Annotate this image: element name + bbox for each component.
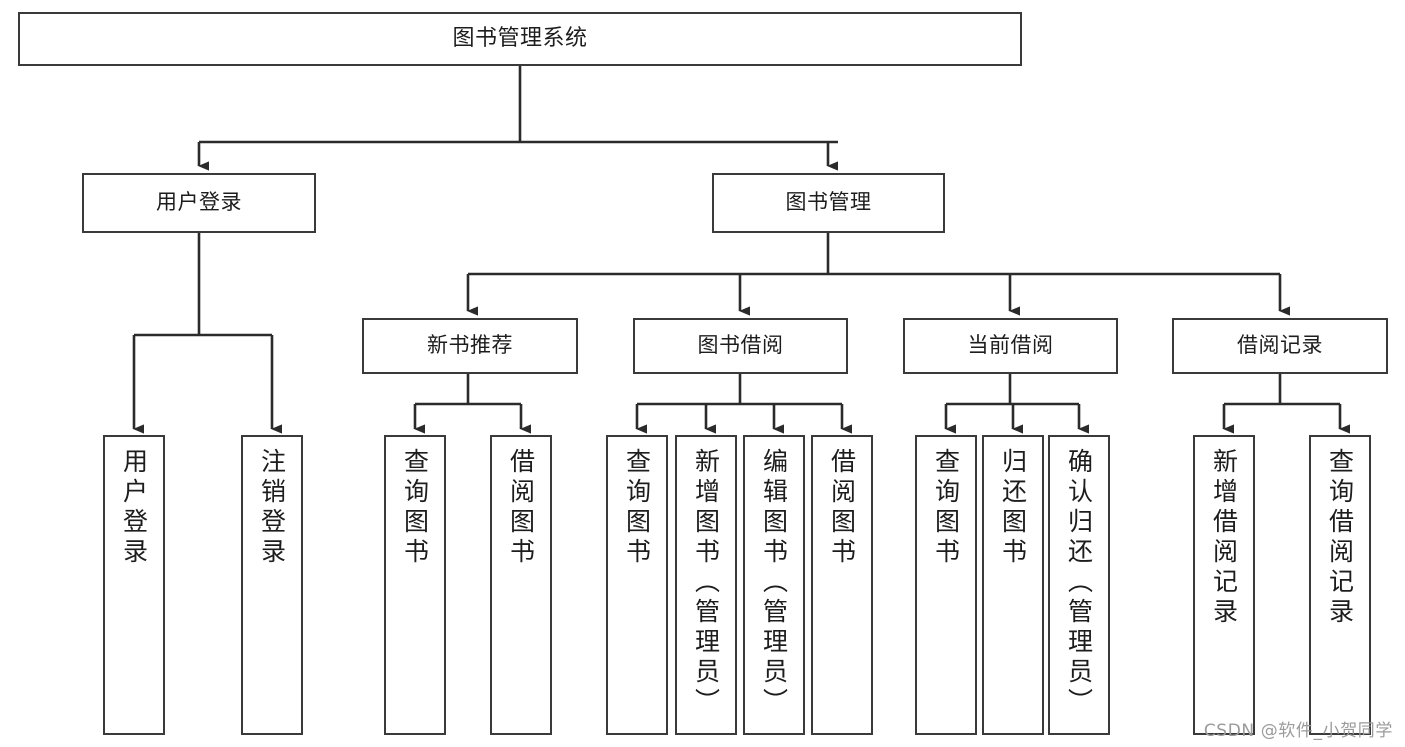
node-root-system[interactable]: 图书管理系统 bbox=[18, 12, 1022, 66]
node-label: 查询图书 bbox=[931, 448, 961, 568]
leaf-record-query-record[interactable]: 查询借阅记录 bbox=[1309, 435, 1371, 735]
node-label: 查询图书 bbox=[622, 448, 652, 568]
leaf-user-login-logout[interactable]: 注销登录 bbox=[241, 435, 303, 735]
node-label: 注销登录 bbox=[257, 448, 287, 568]
node-label: 借阅记录 bbox=[1237, 333, 1323, 358]
leaf-current-query-book[interactable]: 查询图书 bbox=[915, 435, 977, 735]
leaf-recommend-query-book[interactable]: 查询图书 bbox=[384, 435, 446, 735]
csdn-watermark: CSDN @软件_小贺同学 bbox=[1203, 721, 1393, 741]
node-label: 新增图书（管理员） bbox=[691, 448, 721, 718]
node-label: 借阅图书 bbox=[827, 448, 857, 568]
leaf-user-login-login[interactable]: 用户登录 bbox=[103, 435, 165, 735]
node-label: 编辑图书（管理员） bbox=[759, 448, 789, 718]
leaf-borrow-query-book[interactable]: 查询图书 bbox=[606, 435, 668, 735]
node-book-management[interactable]: 图书管理 bbox=[712, 173, 945, 233]
leaf-borrow-borrow-book[interactable]: 借阅图书 bbox=[811, 435, 873, 735]
node-label: 查询图书 bbox=[400, 448, 430, 568]
node-label: 新增借阅记录 bbox=[1209, 448, 1239, 628]
node-label: 归还图书 bbox=[998, 448, 1028, 568]
node-label: 确认归还（管理员） bbox=[1064, 448, 1094, 718]
node-borrow-record[interactable]: 借阅记录 bbox=[1172, 318, 1388, 374]
node-book-borrow[interactable]: 图书借阅 bbox=[633, 318, 848, 374]
leaf-borrow-edit-book-admin[interactable]: 编辑图书（管理员） bbox=[743, 435, 805, 735]
node-label: 新书推荐 bbox=[427, 333, 513, 358]
leaf-borrow-add-book-admin[interactable]: 新增图书（管理员） bbox=[675, 435, 737, 735]
node-label: 图书管理 bbox=[785, 190, 872, 215]
leaf-current-return-book[interactable]: 归还图书 bbox=[982, 435, 1044, 735]
node-label: 当前借阅 bbox=[967, 333, 1054, 358]
node-label: 借阅图书 bbox=[506, 448, 536, 568]
node-user-login[interactable]: 用户登录 bbox=[82, 173, 316, 233]
leaf-current-confirm-return-admin[interactable]: 确认归还（管理员） bbox=[1048, 435, 1110, 735]
node-current-borrow[interactable]: 当前借阅 bbox=[903, 318, 1118, 374]
node-new-book-recommend[interactable]: 新书推荐 bbox=[362, 318, 578, 374]
node-label: 查询借阅记录 bbox=[1325, 448, 1355, 628]
node-label: 图书借阅 bbox=[697, 333, 784, 358]
node-label: 用户登录 bbox=[119, 448, 149, 568]
leaf-recommend-borrow-book[interactable]: 借阅图书 bbox=[490, 435, 552, 735]
node-label: 用户登录 bbox=[156, 190, 242, 215]
leaf-record-add-record[interactable]: 新增借阅记录 bbox=[1193, 435, 1255, 735]
node-label: 图书管理系统 bbox=[452, 25, 588, 51]
